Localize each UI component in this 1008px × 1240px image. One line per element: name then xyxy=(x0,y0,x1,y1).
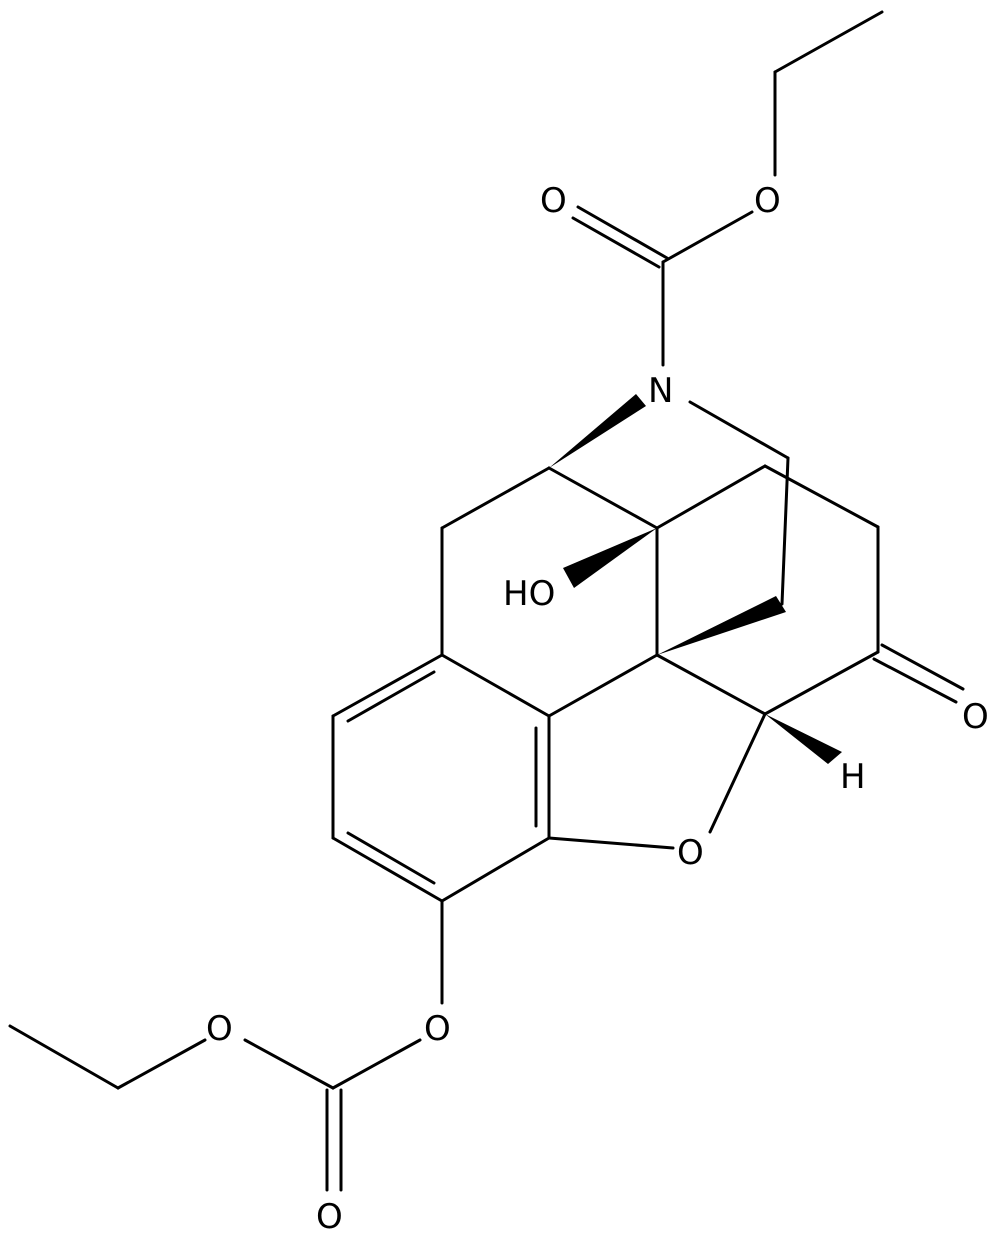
wedge-c5-h xyxy=(765,714,842,764)
bond-c14-c8 xyxy=(655,464,767,530)
bond-o-c4 xyxy=(547,836,675,850)
bond-c2-c3 xyxy=(331,836,444,903)
bond-c16-c15 xyxy=(780,456,790,606)
bond-c8-c7 xyxy=(763,464,880,529)
atom-label-o-carbonate-double: O xyxy=(316,1197,343,1237)
wedge-c14-oh xyxy=(563,528,657,588)
bond-carbonyl-double-a xyxy=(576,205,669,260)
atom-label-o-ester-double: O xyxy=(540,181,567,221)
bond-c9-c10 xyxy=(440,466,551,530)
bond-ketone-double-a xyxy=(872,657,958,704)
bond-ethyl-cc-top xyxy=(773,10,884,74)
bond-c13-c5 xyxy=(655,653,767,716)
bond-ester-o-carbonyl-c xyxy=(661,210,754,264)
bond-o-carbonate-c xyxy=(331,1038,422,1090)
bond-o-ethyl-c xyxy=(116,1038,207,1090)
bond-c13-c12 xyxy=(547,653,659,718)
bond-n-c16 xyxy=(688,400,790,460)
atom-label-n-amine: N xyxy=(648,371,673,411)
atom-label-o-ketone: O xyxy=(962,697,989,737)
bond-c5-o xyxy=(708,712,767,834)
bond-carbonyl-double-b xyxy=(571,216,661,269)
atom-label-h-stereo: H xyxy=(840,757,866,797)
atom-label-o-ester-single: O xyxy=(754,181,781,221)
bond-c3-c4 xyxy=(440,836,551,903)
bond-carbonate-c-o xyxy=(243,1038,335,1090)
atom-label-o-carbonate: O xyxy=(206,1009,233,1049)
atom-label-o-furan: O xyxy=(677,833,704,873)
wedge-c13-c15 xyxy=(657,596,786,655)
wedge-c9-n xyxy=(549,394,646,468)
bond-c2-c3-inner xyxy=(346,831,436,885)
atom-label-o-aryl: O xyxy=(424,1009,451,1049)
bond-c9-c14 xyxy=(547,466,659,530)
bond-c11-c1 xyxy=(331,653,444,718)
bond-c12-c11 xyxy=(440,653,551,718)
bond-ketone-double-b xyxy=(880,643,965,691)
bond-c6-c5 xyxy=(763,650,880,716)
atom-label-hydroxyl: HO xyxy=(503,574,555,614)
bond-c11-c1-inner xyxy=(346,670,436,723)
bond-ethyl-cc-bottom xyxy=(8,1024,120,1090)
